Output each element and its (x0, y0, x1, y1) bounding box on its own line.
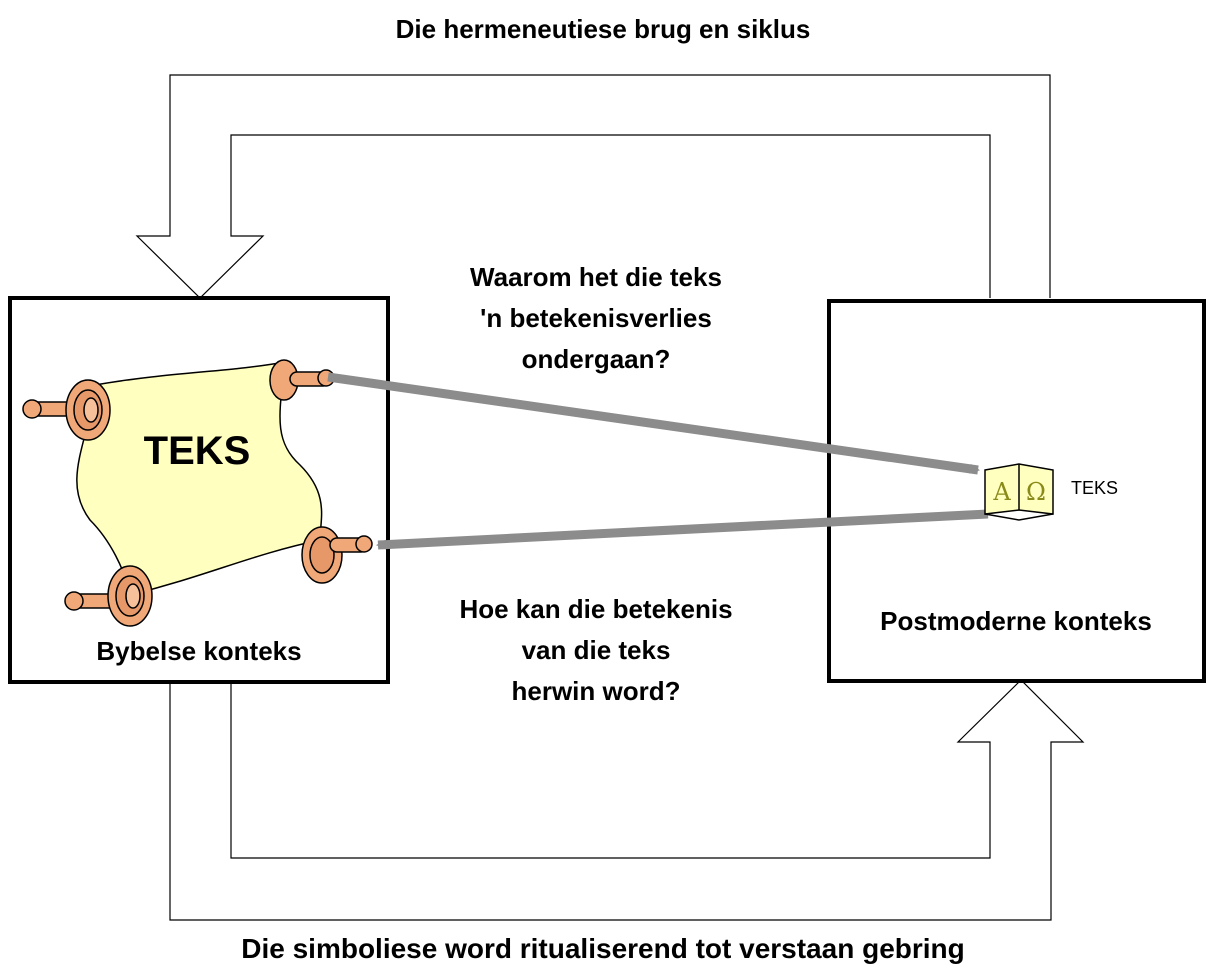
postmodern-context-label: Postmoderne konteks (880, 606, 1152, 636)
question-bottom-line3: herwin word? (512, 676, 681, 706)
arrow-to-postmodern (327, 372, 980, 475)
omega-glyph: Ω (1026, 478, 1046, 506)
biblical-context-label: Bybelse konteks (96, 636, 301, 666)
question-top: Waarom het die teks 'n betekenisverlies … (470, 262, 722, 374)
book-icon: A Ω (984, 463, 1054, 521)
bottom-cycle-arrow (169, 679, 1085, 921)
question-bottom-line2: van die teks (522, 635, 671, 665)
scroll-text: TEKS (144, 429, 251, 473)
question-top-line3: ondergaan? (522, 344, 671, 374)
question-bottom-line1: Hoe kan die betekenis (459, 594, 732, 624)
arrow-to-biblical (376, 509, 989, 550)
scroll-icon (22, 359, 373, 627)
diagram-title: Die hermeneutiese brug en siklus (396, 14, 811, 44)
question-top-line2: 'n betekenisverlies (480, 303, 712, 333)
diagram-footer: Die simboliese word ritualiserend tot ve… (241, 933, 965, 964)
alpha-glyph: A (992, 478, 1011, 506)
postmodern-context-box (827, 299, 1206, 683)
question-bottom: Hoe kan die betekenis van die teks herwi… (459, 594, 732, 706)
question-top-line1: Waarom het die teks (470, 262, 722, 292)
book-label: TEKS (1071, 478, 1118, 498)
